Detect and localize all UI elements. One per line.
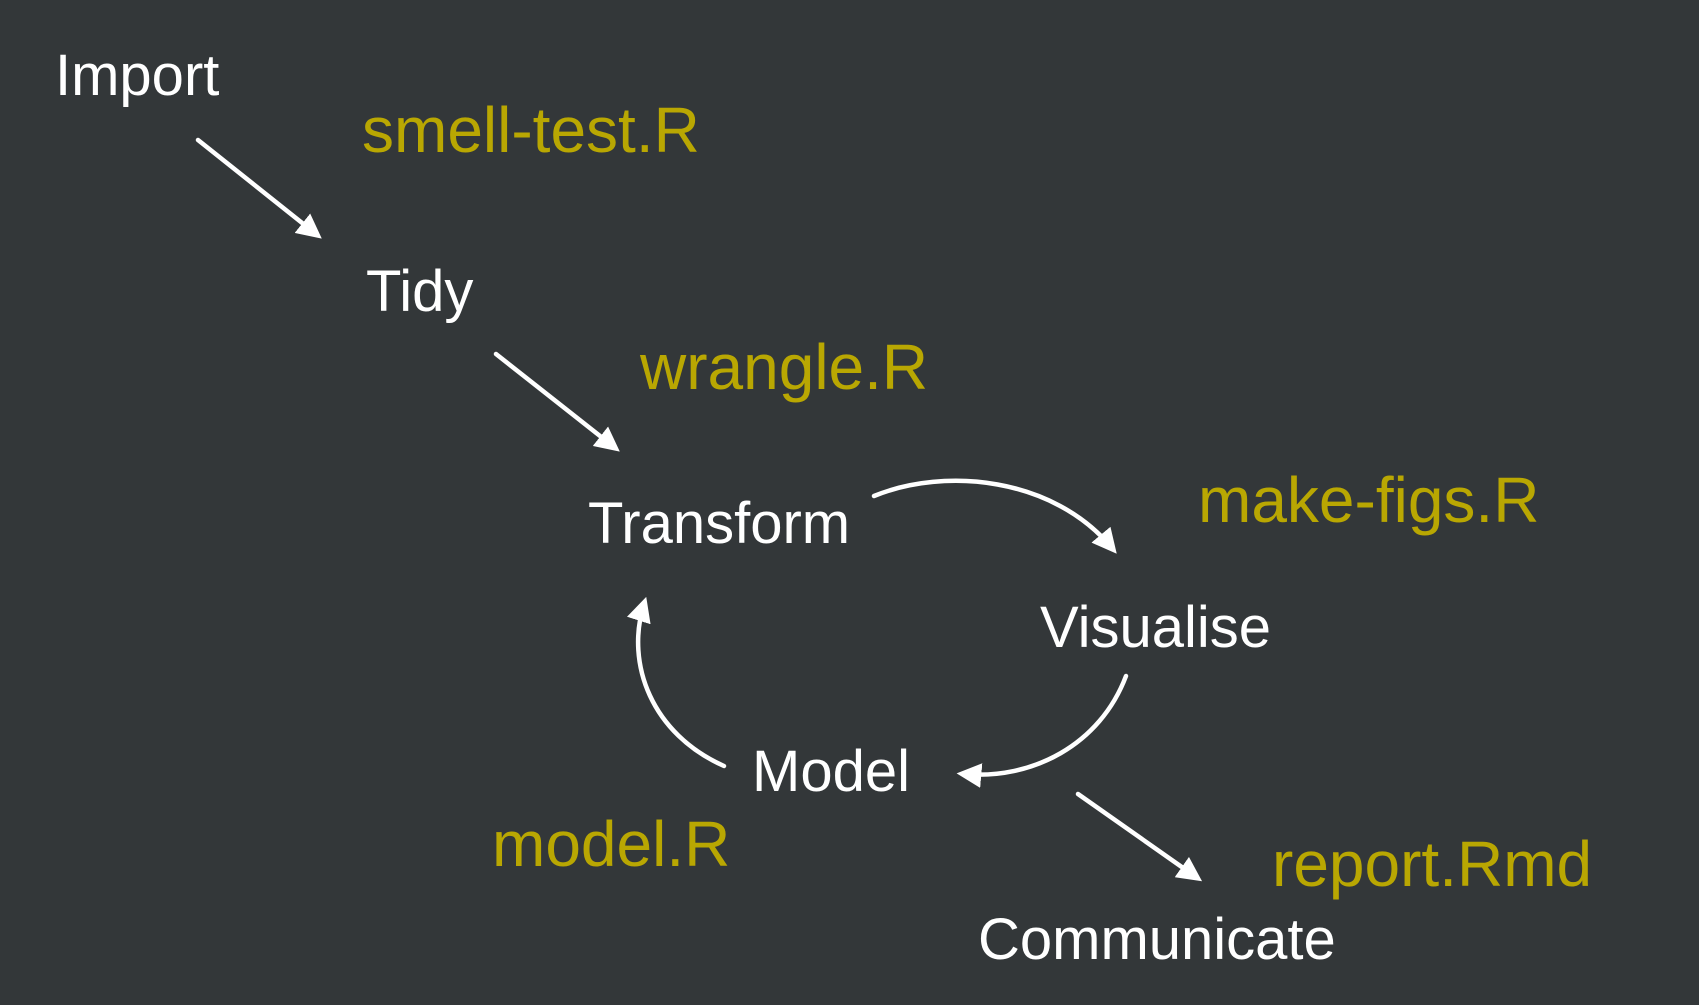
node-import: Import [55, 43, 220, 108]
node-visualise: Visualise [1040, 595, 1272, 660]
script-model: model.R [492, 808, 731, 880]
script-make-figs: make-figs.R [1198, 464, 1540, 536]
arrow-visualise-to-model [956, 673, 1129, 788]
node-model: Model [752, 739, 910, 804]
script-wrangle: wrangle.R [640, 331, 929, 403]
arrow-transform-to-visualise [871, 478, 1117, 554]
arrow-tidy-to-transform [493, 351, 620, 452]
arrow-model-to-communicate [1075, 791, 1203, 882]
arrow-model-to-transform [626, 596, 727, 769]
node-communicate: Communicate [978, 907, 1336, 972]
node-transform: Transform [588, 491, 851, 556]
script-smell-test: smell-test.R [362, 94, 700, 166]
node-tidy: Tidy [366, 259, 474, 324]
arrow-import-to-tidy [195, 137, 322, 239]
script-report: report.Rmd [1272, 828, 1593, 900]
